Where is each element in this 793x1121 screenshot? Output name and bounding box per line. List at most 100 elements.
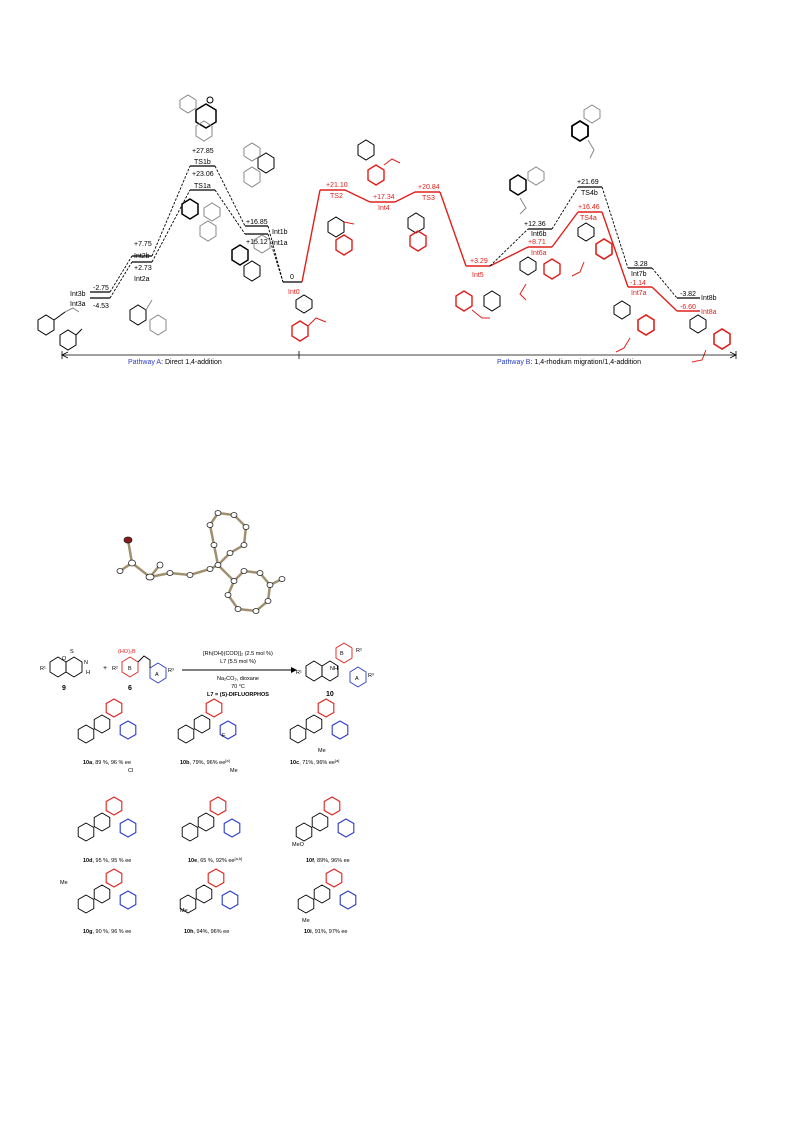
sub-me-10g: Me [60, 880, 68, 886]
pathway-axis [61, 351, 737, 359]
compound-10d-label: 10d, 95 %, 95 % ee [83, 858, 131, 864]
svg-text:R²: R² [356, 648, 362, 654]
sub-cl: Cl [128, 768, 133, 774]
molecule-int7a [613, 300, 655, 353]
compound-10e-label: 10e, 65 %, 92% ee[a,b] [188, 856, 242, 865]
svg-text:+: + [103, 665, 107, 672]
label-int3b: Int3b [70, 291, 86, 298]
svg-text:Ph: Ph [574, 276, 581, 282]
svg-text:Rh: Rh [186, 114, 193, 120]
energy-int7a: -1.14 [630, 280, 646, 287]
label-int8a: Int8a [701, 309, 717, 316]
condition-ligand: L7 (5.5 mol %) [220, 659, 256, 665]
label-int3a: Int3a [70, 301, 86, 308]
condition-catalyst: [Rh(OH)(COD)]₂ (2.5 mol %) [203, 651, 273, 657]
label-int7a: Int7a [631, 290, 647, 297]
label-int6a: Int6a [531, 250, 547, 257]
pathway-b-levels [301, 189, 700, 312]
energy-int4: +17.34 [373, 194, 395, 201]
svg-text:B: B [128, 666, 132, 672]
svg-text:R¹: R¹ [296, 670, 302, 676]
energy-int1a: +15.12 [246, 239, 268, 246]
compound-skeleton [179, 868, 239, 914]
energy-int2b: +7.75 [134, 241, 152, 248]
label-ts1b: TS1b [194, 159, 211, 166]
label-int1a: Int1a [272, 240, 288, 247]
svg-text:Rh: Rh [58, 307, 65, 313]
label-reactant-6: 6 [128, 685, 132, 692]
svg-text:O: O [62, 656, 67, 662]
svg-text:Rh: Rh [596, 144, 603, 150]
pathway-b-labels: +21.10 TS2 +17.34 Int4 +20.84 TS3 +3.29 … [326, 179, 717, 316]
sub-me-10e: Me [230, 768, 238, 774]
svg-text:R¹: R¹ [40, 666, 46, 672]
energy-int6b: +12.36 [524, 221, 546, 228]
energy-ts4a: +16.46 [578, 204, 600, 211]
condition-base: Na₂CO₃, dioxane [217, 676, 259, 682]
energy-int8a: -6.60 [680, 304, 696, 311]
molecule-sketches: Rh Ph Ph Rh Ph Rh Rh [37, 94, 731, 378]
svg-text:R³: R³ [168, 668, 174, 674]
label-int7b: Int7b [631, 271, 647, 278]
svg-text:Rh: Rh [250, 161, 257, 167]
svg-text:Ph: Ph [514, 212, 521, 218]
energy-int0: 0 [290, 274, 294, 281]
compound-10f-label: 10f, 89%, 96% ee [306, 858, 350, 864]
svg-text:N: N [84, 660, 88, 666]
molecule-ts1b [179, 94, 217, 142]
condition-ligand-id: L7 = (S)-DIFLUORPHOS [207, 692, 269, 698]
svg-text:Ph: Ph [82, 326, 89, 332]
energy-int7b: 3.28 [634, 261, 648, 268]
energy-ts2: +21.10 [326, 182, 348, 189]
label-ts1a: TS1a [194, 183, 211, 190]
label-ts4b: TS4b [581, 190, 598, 197]
energy-int2a: +2.73 [134, 265, 152, 272]
compound-skeleton [295, 796, 355, 842]
molecule-int2 [129, 299, 167, 336]
reaction-scheme: S O N H R¹ 9 + (HO)₂B B A R² R³ 6 [Rh(OH… [40, 642, 374, 935]
label-ts3: TS3 [422, 195, 435, 202]
compound-skeleton [177, 698, 237, 744]
svg-text:Ph: Ph [354, 232, 361, 238]
svg-text:R²: R² [112, 666, 118, 672]
label-reactant-9: 9 [62, 685, 66, 692]
svg-text:Ph: Ph [170, 314, 177, 320]
reactant-6 [121, 655, 167, 684]
molecule-int3 [37, 307, 83, 351]
crystal-structure-ortep [116, 510, 286, 614]
energy-ts4b: +21.69 [577, 179, 599, 186]
label-int6b: Int6b [531, 231, 547, 238]
label-ts4a: TS4a [580, 215, 597, 222]
label-int4: Int4 [378, 205, 390, 212]
svg-text:(HO)₂B: (HO)₂B [118, 649, 136, 655]
svg-text:Rh: Rh [206, 210, 213, 216]
label-int0: Int0 [288, 289, 300, 296]
reactant-9 [49, 656, 83, 678]
energy-ts3: +20.84 [418, 184, 440, 191]
label-int2a: Int2a [134, 276, 150, 283]
condition-temp: 70 °C [231, 684, 245, 690]
svg-text:Rh: Rh [306, 312, 313, 318]
molecule-int6a [519, 256, 561, 301]
svg-text:Ph: Ph [522, 304, 529, 310]
pathway-a-labels: -2.75 Int3b -4.53 Int3a +7.75 Int2b +2.7… [70, 148, 300, 310]
compound-10h-label: 10h, 94%, 96% ee [184, 929, 229, 935]
compound-skeleton [181, 796, 241, 842]
energy-profile-diagram: -2.75 Int3b -4.53 Int3a +7.75 Int2b +2.7… [37, 94, 737, 378]
molecule-ts3 [407, 212, 427, 252]
energy-int3b: -2.75 [93, 285, 109, 292]
pathway-a-levels [90, 165, 302, 299]
compound-skeleton [297, 868, 357, 914]
svg-text:NH: NH [330, 666, 338, 672]
label-product-10: 10 [326, 691, 334, 698]
compound-10c-label: 10c, 71%, 96% ee[a] [290, 758, 339, 767]
label-int2b: Int2b [134, 253, 150, 260]
svg-text:Ph: Ph [400, 158, 407, 164]
label-int8b: Int8b [701, 295, 717, 302]
molecule-int6b [509, 166, 545, 215]
product-10 [305, 642, 367, 688]
energy-int5: +3.29 [470, 258, 488, 265]
svg-text:Ph: Ph [700, 372, 707, 378]
compound-skeleton [77, 698, 137, 744]
compound-skeleton [289, 698, 349, 744]
